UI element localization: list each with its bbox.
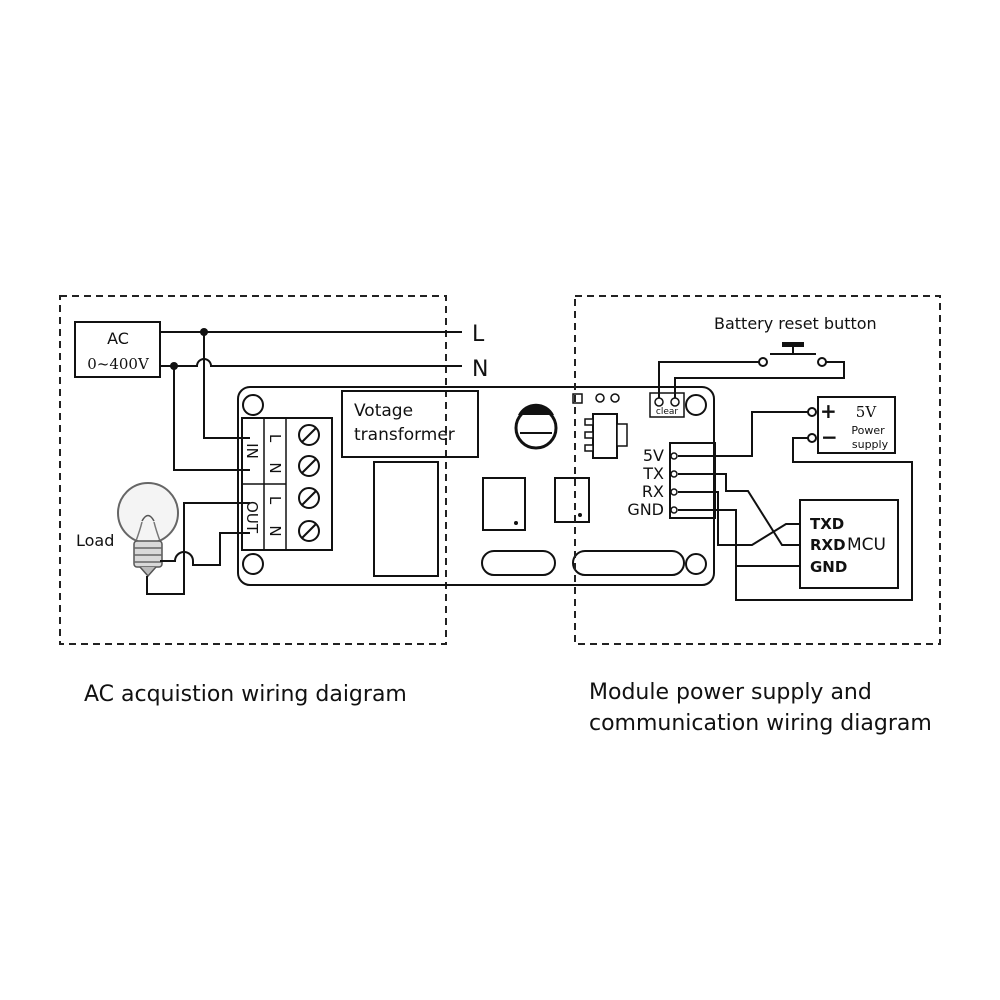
- mcu-pin-label: GND: [810, 558, 847, 576]
- terminal-screw: [298, 455, 320, 477]
- clear-pad: [654, 397, 664, 407]
- wire-reset-button-a: [658, 361, 760, 398]
- neutral-wire: [160, 358, 462, 367]
- board-slot: [481, 550, 556, 576]
- header-pin: [670, 470, 678, 478]
- ac-source-range: 0~400V: [87, 355, 150, 373]
- terminal-in-label: IN: [243, 443, 261, 459]
- terminal-pin-label: N: [266, 525, 284, 536]
- clear-label: clear: [656, 407, 679, 417]
- mcu-pin-label: TXD: [810, 515, 844, 533]
- board-slot: [572, 550, 685, 576]
- header-pin: [670, 506, 678, 514]
- plus-icon: +: [820, 399, 837, 423]
- wire-load-to-out-l: [146, 502, 250, 595]
- transformer-label-box: [341, 390, 479, 458]
- board-chip-dot: [514, 521, 518, 525]
- transformer-label: transformer: [354, 425, 455, 445]
- wire-tx-to-rxd: [678, 473, 800, 546]
- board-mount-hole-tr: [685, 394, 707, 416]
- header-pin-label: 5V: [643, 446, 664, 465]
- header-pin: [670, 488, 678, 496]
- board-pad: [572, 393, 583, 404]
- terminal-pin-label: N: [266, 462, 284, 473]
- header-pin-label: TX: [642, 464, 664, 483]
- board-chip: [482, 477, 526, 531]
- wire-neutral-to-in-n: [173, 366, 250, 471]
- wire-load-to-out-n: [160, 532, 250, 566]
- battery-reset-label: Battery reset button: [714, 314, 877, 333]
- right-caption: communication wiring diagram: [589, 711, 932, 736]
- terminal-screws: [298, 424, 320, 542]
- board-mount-hole-tl: [242, 394, 264, 416]
- clear-pad-area: [649, 392, 685, 418]
- transformer-body: [373, 461, 439, 577]
- power-plus-terminal: [807, 407, 817, 417]
- ac-source-box: [74, 321, 161, 378]
- neutral-label: N: [472, 357, 488, 382]
- wire-gnd-to-minus: [678, 437, 913, 601]
- left-caption: AC acquistion wiring daigram: [84, 682, 407, 707]
- terminal-screw: [298, 487, 320, 509]
- power-supply-label: Power: [851, 424, 885, 437]
- board-mount-hole-bl: [242, 553, 264, 575]
- board-mount-hole-br: [685, 553, 707, 575]
- mcu-name: MCU: [847, 535, 886, 555]
- live-label: L: [472, 322, 485, 347]
- mcu-pin-label: RXD: [810, 536, 846, 554]
- header-connector: [669, 442, 716, 519]
- board-pad: [610, 393, 620, 403]
- board-chip: [554, 477, 590, 523]
- power-supply-label: supply: [852, 438, 889, 451]
- terminal-screw: [298, 520, 320, 542]
- header-pin-label: GND: [627, 500, 664, 519]
- header-pin-label: RX: [642, 482, 664, 501]
- light-bulb-icon: [117, 482, 179, 578]
- terminal-out-label: OUT: [243, 501, 261, 534]
- terminal-pin-label: L: [266, 496, 284, 505]
- ac-source-label: AC: [107, 329, 129, 348]
- voltage-regulator-icon: [584, 413, 628, 459]
- terminal-pin-label: L: [266, 434, 284, 443]
- board-chip-dot: [578, 513, 582, 517]
- power-supply-voltage: 5V: [856, 403, 878, 421]
- clear-pad: [670, 397, 680, 407]
- battery-holder-icon: [514, 403, 558, 450]
- wire-live-to-in-l: [203, 332, 250, 439]
- header-pin: [670, 452, 678, 460]
- right-caption: Module power supply and: [589, 680, 872, 705]
- power-minus-terminal: [807, 433, 817, 443]
- ac-acquisition-panel-border: [59, 295, 447, 645]
- reset-button-icon: [758, 342, 827, 367]
- wire-rx-to-txd: [678, 491, 800, 546]
- board-pad: [595, 393, 605, 403]
- minus-icon: −: [821, 425, 838, 449]
- power-supply-box: [817, 396, 896, 454]
- transformer-label: Votage: [354, 401, 413, 421]
- load-label: Load: [76, 531, 114, 550]
- terminal-screw: [298, 424, 320, 446]
- power-comm-panel-border: [574, 295, 941, 645]
- wire-reset-button-b: [674, 361, 845, 398]
- wire-5v-to-plus: [678, 411, 808, 457]
